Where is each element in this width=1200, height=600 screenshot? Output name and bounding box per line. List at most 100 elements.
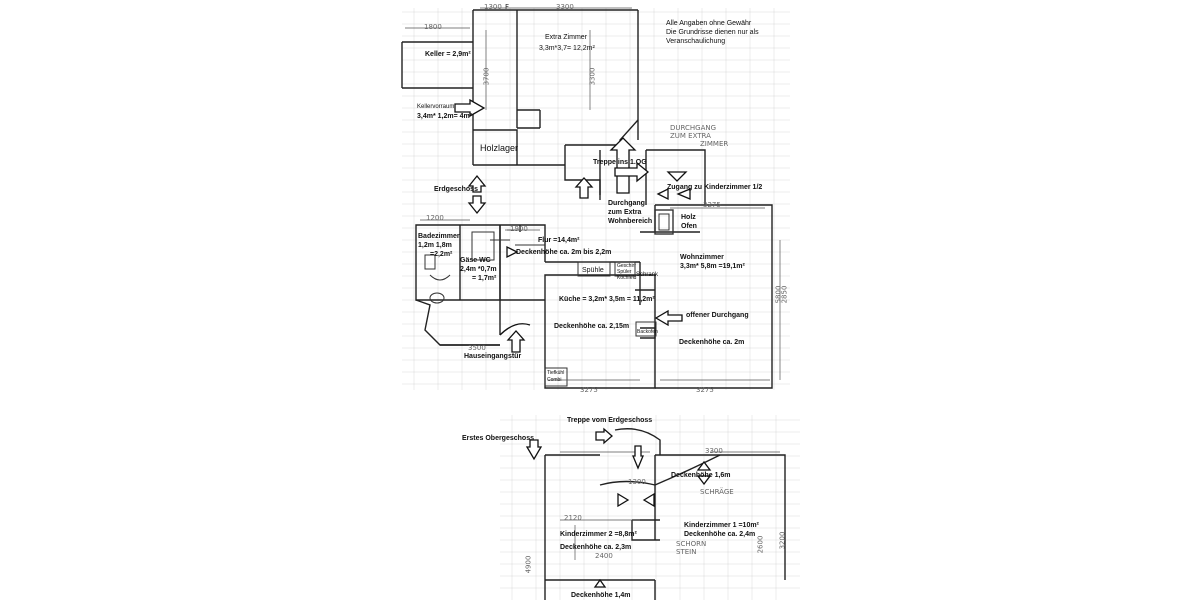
- label-offener-durchgang: offener Durchgang: [686, 312, 749, 319]
- dim-1300-og: 1300: [628, 478, 646, 486]
- note-stein: STEIN: [676, 548, 697, 556]
- dim-3700: 3700: [482, 67, 491, 86]
- arrow-durchgang-up: [574, 177, 594, 199]
- dim-1200: 1200: [426, 214, 444, 222]
- label-holz: Holz: [681, 214, 696, 221]
- label-decke-14: Deckenhöhe 1,4m: [571, 592, 631, 599]
- label-kinderzimmer1-decke: Deckenhöhe ca. 2,4m: [684, 531, 756, 538]
- note-zum-extra: ZUM EXTRA: [670, 132, 711, 140]
- label-durchgang-1: Durchgang: [608, 200, 645, 207]
- label-ofen: Ofen: [681, 223, 697, 230]
- arrow-erdgeschoss-up: [467, 174, 487, 193]
- label-kinderzimmer2: Kinderzimmer 2 =8,8m²: [560, 531, 637, 538]
- label-zugang: Zugang zu Kinderzimmer 1/2: [667, 184, 763, 191]
- label-kinderzimmer1: Kinderzimmer 1 =10m²: [684, 522, 759, 529]
- label-hauseingang: Hauseingangstür: [464, 353, 522, 360]
- label-holzlager: Holzlager: [480, 143, 519, 153]
- label-kinderzimmer2-decke: Deckenhöhe ca. 2,3m: [560, 544, 632, 551]
- label-tiefkuehl: Tiefkühl: [547, 370, 565, 376]
- dim-3300-side: 3300: [588, 67, 597, 86]
- label-durchgang-2: zum Extra: [608, 209, 642, 216]
- label-extra-zimmer-size: 3,3m*3,7= 12,2m²: [539, 45, 595, 52]
- arrow-flur-left: [506, 245, 519, 259]
- disclaimer-line-3: Veranschaulichung: [666, 38, 726, 45]
- label-kueche: Küche = 3,2m* 3,5m = 11,2m²: [559, 296, 655, 303]
- dim-2400: 2400: [595, 552, 613, 560]
- label-gaeste-wc-dims: 2,4m *0,7m: [460, 266, 497, 273]
- label-schrank: Schrank: [636, 272, 659, 278]
- note-zimmer: ZIMMER: [700, 140, 729, 148]
- dim-3500: 3500: [468, 344, 486, 352]
- label-erstes-og: Erstes Obergeschoss: [462, 435, 534, 442]
- arrow-hauseingang-curve: [499, 323, 531, 336]
- note-schraege: SCHRÄGE: [700, 488, 734, 496]
- dim-3300-top: 3300: [556, 3, 574, 11]
- arrow-kz-right: [642, 492, 655, 508]
- arrow-zugang-down: [666, 171, 688, 182]
- arrow-offener-durchgang: [654, 309, 683, 327]
- arrow-og-stair-down: [632, 445, 644, 470]
- disclaimer-line-2: Die Grundrisse dienen nur als: [666, 29, 759, 36]
- arrow-kz-left: [617, 492, 630, 508]
- arrow-hauseingang: [506, 330, 526, 353]
- label-badezimmer-dims: 1,2m 1,8m: [418, 242, 452, 249]
- label-keller: Keller = 2,9m²: [425, 51, 471, 58]
- label-erdgeschoss: Erdgeschoss: [434, 186, 478, 193]
- arrow-decke16-updown: [696, 460, 712, 486]
- note-durchgang: DURCHGANG: [670, 124, 717, 132]
- dim-2120: 2120: [564, 514, 582, 522]
- label-gaeste-wc-area: = 1,7m²: [472, 275, 497, 282]
- dim-3300-og: 3300: [705, 447, 723, 455]
- dim-3275-bottom-right: 3275: [696, 386, 714, 394]
- label-kueche-decke: Deckenhöhe ca. 2,15m: [554, 323, 630, 330]
- label-combi: Combi: [547, 377, 562, 383]
- label-flur-decke: Deckenhöhe ca. 2m bis 2,2m: [516, 249, 612, 256]
- label-backofen: Backofen: [637, 329, 658, 335]
- note-schorn: SCHORN: [676, 540, 707, 548]
- label-geschirr-3: Kochfeld: [617, 275, 637, 281]
- arrow-og-down: [525, 439, 543, 461]
- arrow-erdgeschoss-down: [467, 195, 487, 215]
- walls-ground-floor: [401, 9, 773, 389]
- label-kellervorraum: Kellervorraum: [417, 104, 455, 110]
- dimension-lines: [405, 7, 781, 560]
- arrow-zugang-left: [656, 187, 691, 201]
- label-gaeste-wc: Gäse WC: [460, 257, 491, 264]
- label-treppe-og: Treppe ins 1.OG: [593, 159, 647, 166]
- label-geschirr-1: Geschirr: [617, 263, 636, 269]
- dim-2600: 2600: [756, 535, 765, 554]
- label-flur: Flur =14,4m²: [538, 237, 580, 244]
- label-treppe-vom-eg: Treppe vom Erdgeschoss: [567, 417, 653, 424]
- label-badezimmer-area: =2,2m²: [430, 251, 453, 258]
- dim-1800: 1800: [424, 23, 442, 31]
- grid-paper-lower: [500, 415, 800, 600]
- grid-paper-upper: [402, 8, 790, 390]
- label-durchgang-3: Wohnbereich: [608, 218, 653, 225]
- arrow-holzlager-up: [609, 137, 637, 194]
- label-badezimmer: Badezimmer: [418, 233, 460, 240]
- dim-3275-top: 3275: [703, 201, 721, 209]
- disclaimer-line-1: Alle Angaben ohne Gewähr: [666, 20, 752, 27]
- arrow-treppe-og: [614, 161, 650, 183]
- label-wohnzimmer-size: 3,3m* 5,8m =19,1m²: [680, 263, 745, 270]
- dim-1300: 1300: [484, 3, 502, 11]
- label-decke-16: Deckenhöhe 1,6m: [671, 472, 731, 479]
- label-spuele: Spühle: [582, 267, 604, 274]
- label-wohnzimmer: Wohnzimmer: [680, 254, 724, 261]
- label-kellervorraum-size: 3,4m* 1,2m= 4m²: [417, 113, 473, 120]
- arrows: [454, 98, 712, 588]
- label-geschirr-2: Spüler: [617, 269, 632, 275]
- dim-3200: 3200: [778, 531, 787, 550]
- dim-4900: 4900: [524, 555, 533, 574]
- arrow-treppe-eg: [595, 427, 613, 445]
- label-extra-zimmer: Extra Zimmer: [545, 34, 587, 41]
- dim-3275-bottom-left: 3275: [580, 386, 598, 394]
- walls-first-floor: [544, 428, 786, 600]
- label-wohn-decke: Deckenhöhe ca. 2m: [679, 339, 745, 346]
- dim-f: F: [505, 3, 510, 11]
- arrow-decke14: [593, 578, 607, 588]
- arrow-kellervorraum: [454, 98, 486, 118]
- fixtures: [424, 209, 674, 387]
- dim-2850: 2850: [780, 285, 789, 304]
